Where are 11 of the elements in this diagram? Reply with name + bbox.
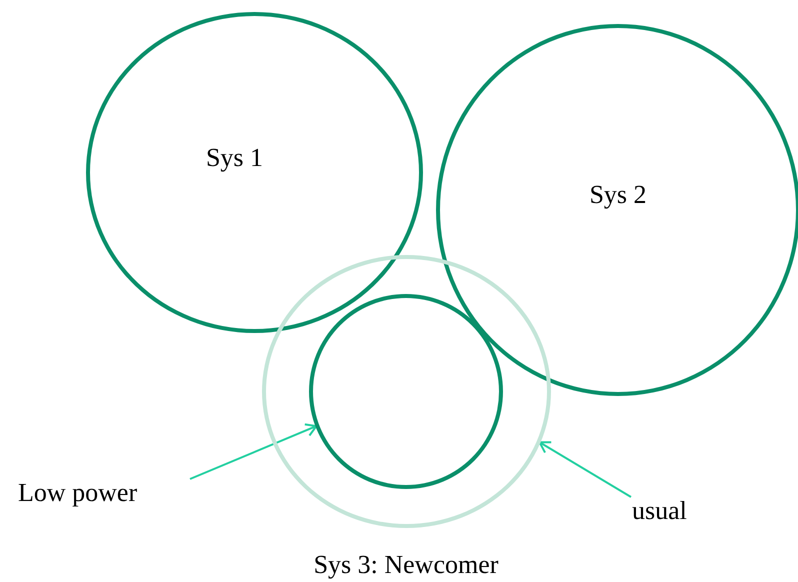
- arrow: [190, 423, 318, 480]
- large-circle: [436, 24, 798, 396]
- callout-text: Low power: [18, 478, 190, 510]
- caption: Sys 3: Newcomer: [312, 550, 500, 580]
- arrow: [538, 441, 632, 498]
- inner-circle: [309, 294, 503, 489]
- large-circle: [86, 12, 423, 333]
- circle-label: Sys 1: [206, 142, 264, 172]
- circle-label: Sys 2: [589, 180, 647, 210]
- outer-ring: [262, 255, 551, 528]
- callout-text: usual: [632, 496, 704, 528]
